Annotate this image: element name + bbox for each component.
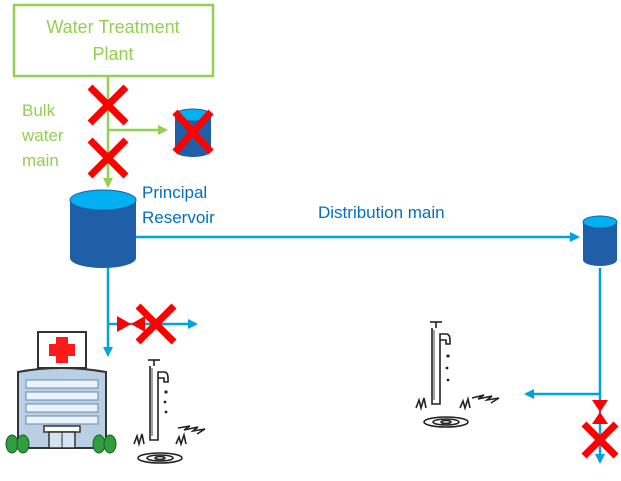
bulk-main-label-line3: main [22,151,59,170]
standpipe-tap-icon [415,321,500,428]
hospital-supply-pipe [103,268,198,357]
bulk-water-main: Bulk water main [21,76,168,188]
water-treatment-plant: Water Treatment Plant [12,3,215,78]
bulk-main-label-line2: water [21,126,64,145]
valve-icon [117,316,145,332]
valve-icon [592,400,608,424]
principal-reservoir-icon [69,189,137,268]
red-cross-icon [581,421,619,459]
plant-label-line1: Water Treatment [46,17,179,37]
red-cross-icon [87,137,129,179]
standpipe-tap-icon [133,359,206,464]
distribution-main: Distribution main [136,203,580,242]
plant-box [12,3,215,78]
red-cross-icon [87,84,129,126]
secondary-supply-pipe [524,268,605,464]
red-cross-icon [172,109,214,155]
distribution-main-label: Distribution main [318,203,445,222]
red-cross-icon [135,303,177,345]
bulk-main-label-line1: Bulk [22,101,56,120]
principal-reservoir-label-line1: Principal [142,183,207,202]
plant-label-line2: Plant [92,44,133,64]
principal-reservoir-label-line2: Reservoir [142,208,215,227]
hospital-icon [5,331,117,454]
secondary-reservoir-icon [582,215,618,266]
